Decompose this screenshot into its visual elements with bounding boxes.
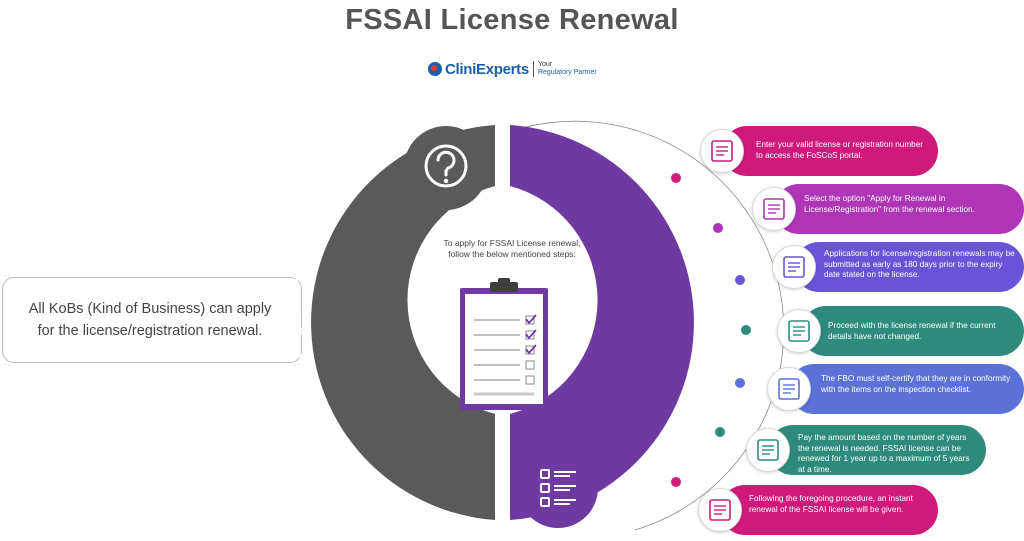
- how-to-apply-label: How to Apply?: [701, 217, 739, 383]
- step-text: Following the foregoing procedure, an in…: [749, 494, 913, 514]
- clipboard-items: [474, 314, 537, 396]
- cliniexperts-logo: CliniExperts Your Regulatory Partner: [428, 59, 597, 79]
- step-pill: [774, 184, 1024, 234]
- step-text: Applications for license/registration re…: [824, 249, 1015, 279]
- question-mark-icon: [424, 144, 468, 188]
- step-pill: [801, 306, 1024, 356]
- how-to-apply-ring: [510, 125, 694, 520]
- step-text: Select the option "Apply for Renewal in …: [804, 194, 975, 214]
- clipboard-checkbox: [525, 375, 535, 385]
- step-dot: [671, 173, 681, 183]
- step-dot: [671, 477, 681, 487]
- step-text: Proceed with the license renewal if the …: [828, 321, 996, 341]
- page-title: FSSAI License Renewal: [345, 4, 679, 36]
- checklist-icon: [540, 469, 576, 507]
- question-bulge: [404, 126, 488, 210]
- step-pill: [789, 364, 1024, 414]
- step-text: Enter your valid license or registration…: [756, 140, 924, 160]
- step-pill: [722, 126, 938, 176]
- certified-license-icon: [698, 488, 742, 532]
- document-date-icon: [772, 245, 816, 289]
- step-text: The FBO must self-certify that they are …: [821, 374, 1011, 394]
- step-dots: [671, 173, 751, 487]
- step-pill: [794, 242, 1024, 292]
- clipboard-checklist-icon: [460, 278, 548, 410]
- step-dot: [715, 427, 725, 437]
- step-dot: [735, 378, 745, 388]
- globe-icon: [428, 62, 442, 76]
- step-text: Pay the amount based on the number of ye…: [798, 433, 970, 474]
- checklist-bulge: [518, 448, 598, 528]
- checklist-doc-icon: [767, 367, 811, 411]
- logo-tagline-line2: Regulatory Partner: [537, 69, 597, 76]
- id-cards-icon: [777, 309, 821, 353]
- payment-card-icon: [746, 428, 790, 472]
- license-card-icon: [700, 129, 744, 173]
- kob-note-text: All KoBs (Kind of Business) can apply fo…: [28, 301, 272, 339]
- logo-brand: CliniExperts: [445, 60, 529, 78]
- monitor-form-icon: [752, 187, 796, 231]
- logo-tagline: Your Regulatory Partner: [538, 61, 597, 77]
- step-pill: [720, 485, 938, 535]
- kob-note-box: [2, 277, 302, 363]
- logo-divider: [532, 61, 534, 77]
- step-dot: [735, 275, 745, 285]
- step-pill: [768, 425, 986, 475]
- clipboard-checkmark: [525, 344, 537, 355]
- clipboard-checkmark: [525, 329, 537, 340]
- clipboard-checkbox: [525, 360, 535, 370]
- step-dot: [713, 223, 723, 233]
- clipboard-checkmark: [525, 314, 537, 325]
- center-instructions: To apply for FSSAI License renewal, foll…: [443, 238, 581, 259]
- logo-tagline-line1: Your: [537, 61, 553, 68]
- who-can-apply-ring: [311, 125, 495, 520]
- step-dot: [741, 325, 751, 335]
